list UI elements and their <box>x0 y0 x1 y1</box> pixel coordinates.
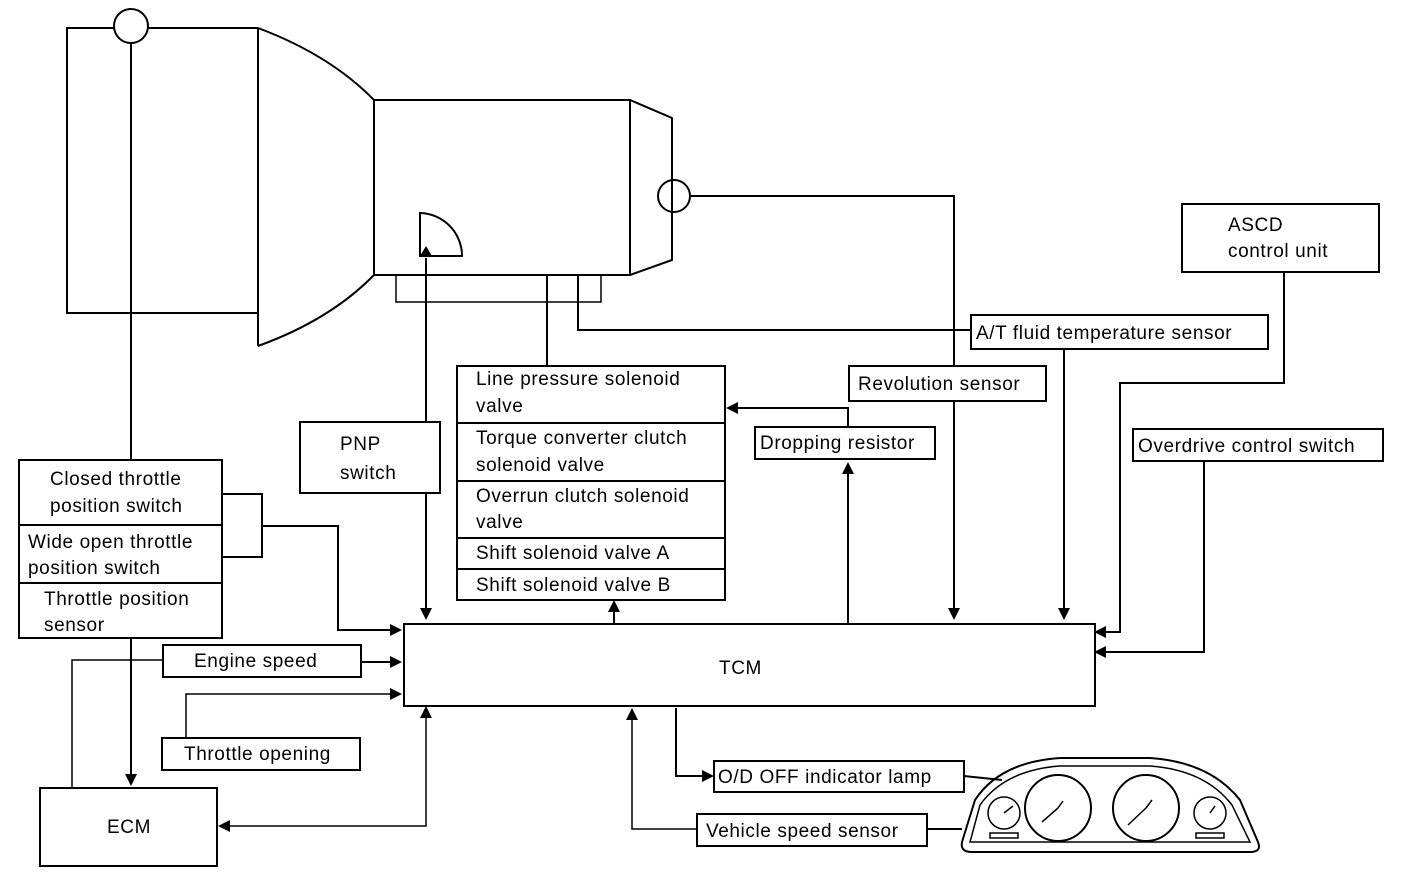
revolution-sensor-label: Revolution sensor <box>858 374 1020 395</box>
throttle-opening-signal: Throttle opening <box>161 737 361 771</box>
engine-icon <box>66 27 375 347</box>
closed-throttle-2: position switch <box>50 496 183 517</box>
dropping-resistor-label: Dropping resistor <box>760 433 915 454</box>
throttle-opening-label: Throttle opening <box>184 744 331 765</box>
throttle-position-1: Throttle position <box>44 589 189 610</box>
solenoid-shift-a: Shift solenoid valve A <box>476 543 670 564</box>
solenoid-line-pressure-1: Line pressure solenoid <box>476 369 680 390</box>
solenoid-tcc-2: solenoid valve <box>476 455 605 476</box>
revolution-sensor-icon <box>657 179 691 213</box>
solenoid-overrun-2: valve <box>476 512 523 533</box>
at-fluid-temp-label: A/T fluid temperature sensor <box>976 323 1232 344</box>
ascd-label-line2: control unit <box>1228 241 1328 262</box>
transmission-icon <box>373 99 673 303</box>
throttle-switch-stack: Closed throttle position switch Wide ope… <box>18 459 223 639</box>
pnp-label-line1: PNP <box>340 434 381 455</box>
revolution-sensor: Revolution sensor <box>848 365 1047 402</box>
pnp-label-line2: switch <box>340 463 396 484</box>
ecm-label: ECM <box>107 817 151 838</box>
vehicle-speed-label: Vehicle speed sensor <box>706 821 899 842</box>
throttle-sensor-icon <box>113 8 149 44</box>
od-off-label: O/D OFF indicator lamp <box>718 767 932 788</box>
ascd-control-unit: ASCD control unit <box>1181 203 1380 273</box>
overdrive-control-switch: Overdrive control switch <box>1132 428 1384 462</box>
pnp-switch: PNP switch <box>299 421 441 494</box>
throttle-position-2: sensor <box>44 615 105 636</box>
wiring <box>71 43 1285 832</box>
at-fluid-temperature-sensor: A/T fluid temperature sensor <box>970 314 1269 350</box>
solenoid-overrun-1: Overrun clutch solenoid <box>476 486 689 507</box>
solenoid-valve-stack: Line pressure solenoid valve Torque conv… <box>456 365 726 601</box>
ascd-label-line1: ASCD <box>1228 215 1283 236</box>
pnp-switch-icon <box>419 211 464 257</box>
solenoid-shift-b: Shift solenoid valve B <box>476 575 671 596</box>
vehicle-speed-sensor: Vehicle speed sensor <box>696 813 928 847</box>
overdrive-switch-label: Overdrive control switch <box>1138 436 1355 457</box>
dropping-resistor: Dropping resistor <box>754 426 936 460</box>
combination-meter-icon <box>960 757 1260 853</box>
engine-speed-label: Engine speed <box>194 651 317 672</box>
wide-open-throttle-1: Wide open throttle <box>28 532 193 553</box>
od-off-indicator-lamp: O/D OFF indicator lamp <box>713 760 965 793</box>
solenoid-line-pressure-2: valve <box>476 396 523 417</box>
wide-open-throttle-2: position switch <box>28 558 161 579</box>
solenoid-tcc-1: Torque converter clutch <box>476 428 687 449</box>
tcm-label: TCM <box>719 658 762 679</box>
ecm-unit: ECM <box>39 787 218 867</box>
tcm-unit: TCM <box>403 623 1096 707</box>
closed-throttle-1: Closed throttle <box>50 469 182 490</box>
engine-speed-signal: Engine speed <box>162 644 362 678</box>
